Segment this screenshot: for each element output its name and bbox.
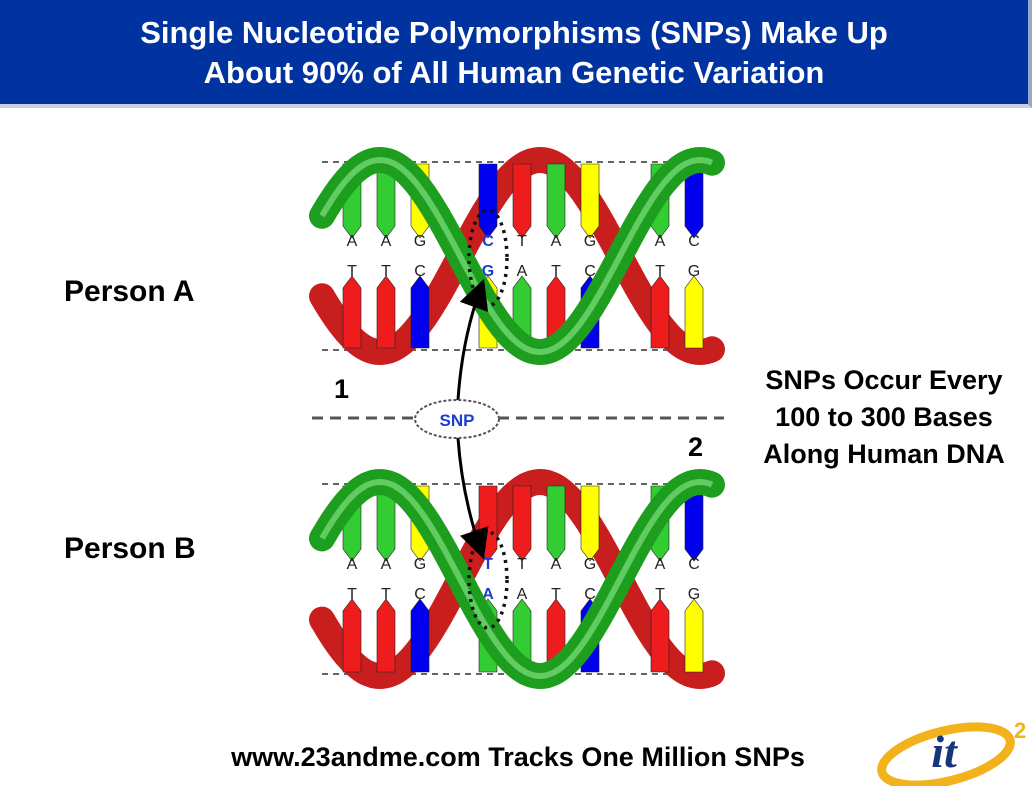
snp-oval [414, 399, 500, 439]
helix-a-letter-bottom: C [414, 263, 426, 280]
helix-a-letter-bottom: T [347, 263, 357, 280]
snp-label: SNP [440, 411, 475, 430]
helix-a-base-bottom [684, 275, 704, 349]
helix-a-letter-top: C [688, 233, 700, 250]
note-line-3: Along Human DNA [763, 439, 1005, 469]
helix-a-letter-bottom: T [381, 263, 391, 280]
helix-a-letter-top: G [414, 233, 426, 250]
helix-b-letter-bottom: T [381, 586, 391, 603]
logo-superscript: 2 [1014, 718, 1026, 743]
helix-b-letter-top: A [381, 556, 392, 573]
helix-a-base-bottom [376, 275, 396, 349]
helix-b-base-top [478, 485, 498, 562]
arrow-to-b [456, 437, 489, 560]
helix-a-strand-highlight [319, 156, 714, 356]
helix-a-letter-bottom: A [517, 263, 528, 280]
helix-b-letter-top: A [551, 556, 562, 573]
helix-a-base-top [546, 163, 566, 239]
helix-b-letter-top: T [517, 556, 527, 573]
helix-b-letter-top: T [483, 556, 493, 573]
helix-b-strand-highlight [319, 478, 714, 680]
helix-b-base-top [512, 485, 532, 562]
helix-a-base-pair: CG [684, 163, 704, 349]
marker-one: 1 [334, 374, 350, 404]
helix-b-base-bottom [376, 598, 396, 673]
helix-a-letter-top: T [517, 233, 527, 250]
helix-b-letter-bottom: T [655, 586, 665, 603]
helix-a-letter-top: A [347, 233, 358, 250]
arrow-to-a [456, 278, 489, 401]
helix-b-letter-top: G [414, 556, 426, 573]
footer-caption: www.23andme.com Tracks One Million SNPs [231, 742, 805, 772]
note-line-1: SNPs Occur Every [765, 365, 1003, 395]
helix-b-base-top [580, 485, 600, 562]
helix-a-letter-bottom: T [655, 263, 665, 280]
helix-b-base-bottom [342, 598, 362, 673]
helix-a-base-pair: AT [376, 163, 396, 349]
helix-a-base-top [512, 163, 532, 239]
helix-a-base-pair: TA [512, 163, 532, 349]
logo-text: it [931, 726, 958, 777]
helix-b-letter-top: C [688, 556, 700, 573]
helix-a-letter-top: G [584, 233, 596, 250]
helix-b-letter-bottom: C [584, 586, 596, 603]
helix-b-base-bottom [410, 598, 430, 673]
helix-b-base-pair: TA [512, 485, 532, 673]
snp-highlight-b [467, 530, 509, 630]
helix-b-base-pair: AT [376, 485, 396, 673]
title-line-1: Single Nucleotide Polymorphisms (SNPs) M… [140, 15, 888, 50]
helix-b-base-bottom [650, 598, 670, 673]
helix-b-letter-bottom: G [688, 586, 700, 603]
helix-b-letter-top: A [347, 556, 358, 573]
helix-a-base-bottom [650, 275, 670, 349]
note-line-2: 100 to 300 Bases [775, 402, 993, 432]
helix-b-letter-top: G [584, 556, 596, 573]
helix-a-letter-bottom: G [688, 263, 700, 280]
title-line-2: About 90% of All Human Genetic Variation [203, 55, 825, 90]
helix-b-base-top [546, 485, 566, 562]
person-b-label: Person B [64, 532, 196, 565]
helix-b-letter-top: A [655, 556, 666, 573]
helix-a-base-pair: AT [546, 163, 566, 349]
helix-a-base-top [580, 163, 600, 239]
helix-a-letter-top: A [655, 233, 666, 250]
helix-a-letter-bottom: T [551, 263, 561, 280]
helix-a-base-bottom [342, 275, 362, 349]
helix-b-letter-bottom: C [414, 586, 426, 603]
helix-b-letter-bottom: T [347, 586, 357, 603]
helix-a-letter-bottom: C [584, 263, 596, 280]
snp-highlight-a [467, 208, 509, 308]
helix-b-letter-bottom: A [517, 586, 528, 603]
helix-a-letter-top: A [551, 233, 562, 250]
helix-a-base-bottom [410, 275, 430, 349]
helix-a-base-top [478, 163, 498, 239]
helix-b-base-pair: CG [684, 485, 704, 673]
helix-a-letter-top: A [381, 233, 392, 250]
helix-a-letter-top: C [482, 233, 494, 250]
title-banner: Single Nucleotide Polymorphisms (SNPs) M… [0, 0, 1032, 108]
helix-b-base-bottom [684, 598, 704, 673]
helix-b-letter-bottom: T [551, 586, 561, 603]
it2-logo: it 2 [877, 718, 1026, 786]
snp-frequency-note: SNPs Occur Every 100 to 300 Bases Along … [738, 362, 1030, 473]
person-a-label: Person A [64, 275, 195, 308]
helix-b-base-pair: AT [546, 485, 566, 673]
logo-swoosh [877, 722, 1015, 786]
marker-two: 2 [688, 432, 704, 462]
